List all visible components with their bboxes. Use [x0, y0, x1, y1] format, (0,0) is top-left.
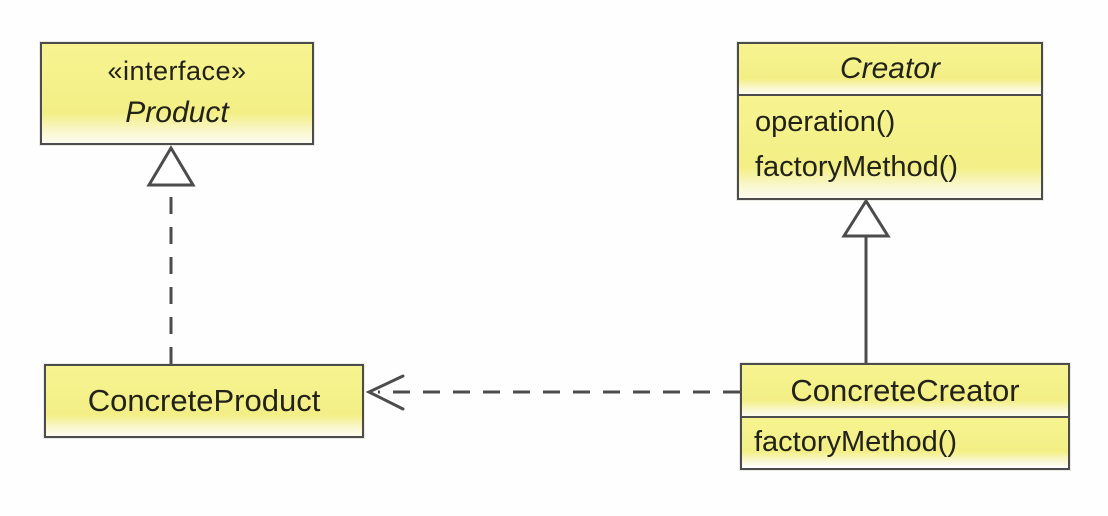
concrete-creator-class-name: ConcreteCreator: [790, 372, 1020, 408]
product-class-name: Product: [125, 96, 229, 130]
product-stereotype: «interface»: [107, 56, 247, 87]
realization-connector: [146, 145, 196, 364]
concrete-creator-methods-compartment: factoryMethod(): [742, 416, 1068, 466]
creator-methods-compartment: operation() factoryMethod(): [739, 94, 1041, 198]
class-box-concrete-creator: ConcreteCreator factoryMethod(): [740, 363, 1070, 470]
creator-method-factory-method: factoryMethod(): [755, 150, 959, 183]
creator-header: Creator: [739, 44, 1041, 94]
hollow-triangle-arrowhead-icon: [146, 145, 196, 187]
class-box-concrete-product: ConcreteProduct: [44, 364, 364, 438]
class-box-product: «interface» Product: [40, 42, 314, 145]
hollow-triangle-arrowhead-icon: [841, 198, 891, 238]
dependency-connector: [365, 374, 740, 411]
class-box-creator: Creator operation() factoryMethod(): [737, 42, 1043, 200]
generalization-connector: [841, 198, 891, 363]
concrete-product-header: ConcreteProduct: [46, 366, 362, 436]
product-header: «interface» Product: [42, 44, 312, 143]
concrete-creator-method-factory-method: factoryMethod(): [754, 425, 958, 458]
creator-class-name: Creator: [839, 52, 941, 85]
concrete-product-class-name: ConcreteProduct: [87, 383, 321, 418]
open-arrowhead-icon: [365, 374, 405, 411]
concrete-creator-header: ConcreteCreator: [742, 365, 1068, 416]
creator-method-operation: operation(): [755, 106, 896, 138]
